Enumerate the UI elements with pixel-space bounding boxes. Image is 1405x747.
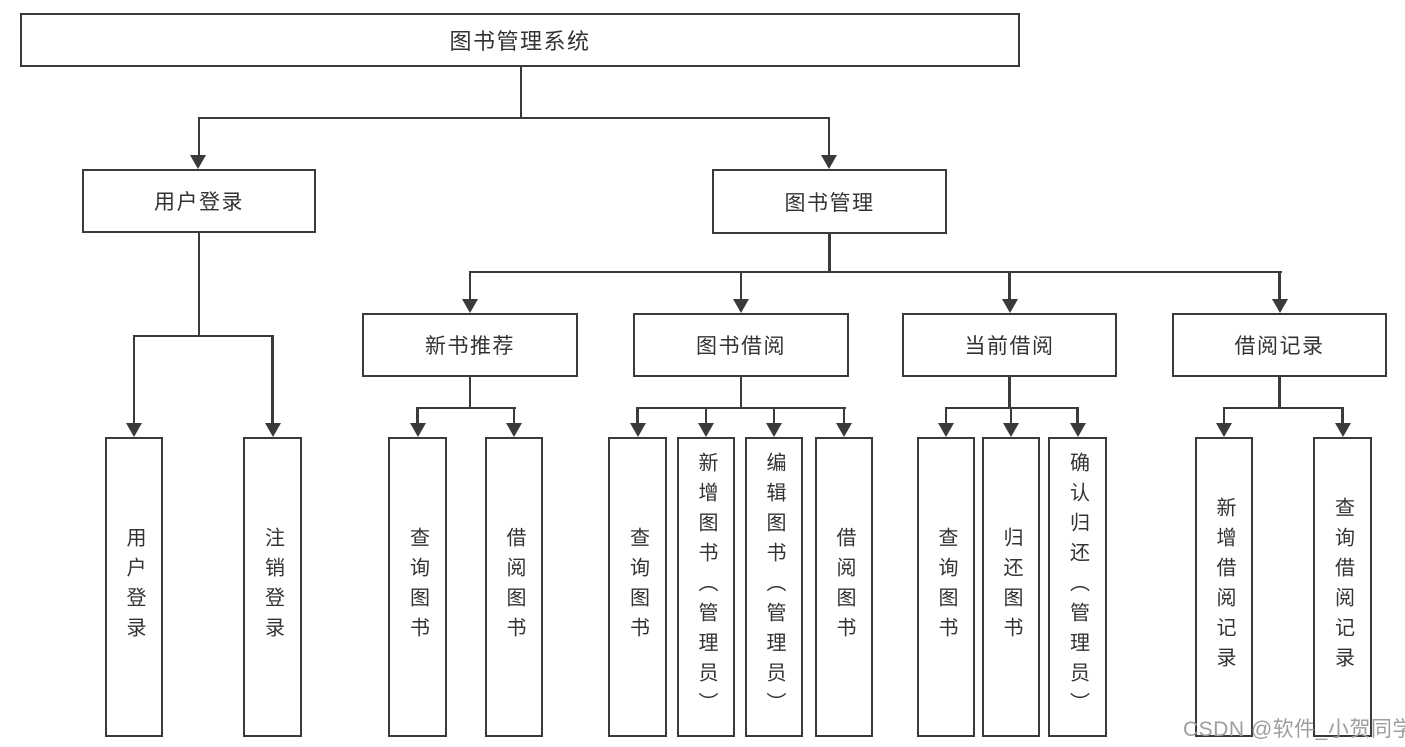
connector-line [944,406,1079,409]
leaf-logout: 注销登录 [243,437,302,737]
arrowhead-down-icon [1271,299,1288,313]
node-label: 借阅图书 [833,527,855,647]
connector-line [827,118,830,156]
connector-line [1076,408,1079,424]
arrowhead-down-icon [1216,423,1232,437]
connector-line [1008,377,1011,408]
connector-line [468,270,1282,273]
arrowhead-down-icon [766,423,782,437]
connector-line [704,408,707,424]
connector-line [1341,408,1344,424]
leaf-add-borrowing-record: 新增借阅记录 [1195,437,1253,737]
leaf-query-borrowing-record: 查询借阅记录 [1313,437,1372,737]
connector-line [1278,377,1281,408]
node-label: 借阅图书 [503,527,525,647]
arrowhead-down-icon [1001,299,1018,313]
connector-line [197,116,830,119]
node-label: 图书管理 [784,191,875,215]
connector-line [1008,272,1011,300]
node-label: 查询借阅记录 [1331,497,1354,677]
node-label: 查询图书 [935,527,957,647]
arrowhead-down-icon [821,155,837,169]
connector-line [132,336,135,424]
connector-line [519,67,522,119]
node-book-borrowing: 图书借阅 [633,313,849,377]
arrowhead-down-icon [462,299,478,313]
connector-line [416,406,516,409]
connector-line [468,272,471,300]
leaf-edit-books-admin: 编辑图书（管理员） [745,437,803,737]
node-label: 归还图书 [1000,527,1022,647]
leaf-confirm-return-admin: 确认归还（管理员） [1048,437,1107,737]
node-label: 新增借阅记录 [1213,497,1235,677]
arrowhead-down-icon [190,155,206,169]
arrowhead-down-icon [938,423,954,437]
arrowhead-down-icon [733,299,749,313]
leaf-borrow-books-borrowing: 借阅图书 [815,437,873,737]
arrowhead-down-icon [1069,423,1086,437]
connector-line [842,408,845,424]
arrowhead-down-icon [1003,423,1019,437]
arrowhead-down-icon [264,423,281,437]
connector-line [1222,408,1225,424]
connector-line [271,336,274,424]
node-label: 查询图书 [406,527,429,647]
arrowhead-down-icon [126,423,142,437]
node-label: 注销登录 [261,527,284,647]
node-book-management: 图书管理 [712,169,947,234]
connector-line [636,408,639,424]
leaf-return-books: 归还图书 [982,437,1040,737]
leaf-query-books-recommendation: 查询图书 [388,437,447,737]
node-current-borrowing: 当前借阅 [902,313,1117,377]
node-label: 确认归还（管理员） [1066,452,1089,722]
connector-line [944,408,947,424]
arrowhead-down-icon [506,423,522,437]
node-user-login: 用户登录 [82,169,316,233]
node-label: 编辑图书（管理员） [763,452,785,722]
node-label: 图书管理系统 [449,29,591,54]
connector-line [197,118,200,156]
connector-line [1009,408,1012,424]
arrowhead-down-icon [1334,423,1351,437]
connector-line [739,377,742,408]
node-borrowing-records: 借阅记录 [1172,313,1387,377]
arrowhead-down-icon [629,423,646,437]
connector-line [828,234,831,272]
connector-line [1222,406,1344,409]
node-label: 新增图书（管理员） [695,452,717,722]
leaf-borrow-books-recommendation: 借阅图书 [485,437,543,737]
connector-line [772,408,775,424]
node-label: 新书推荐 [425,335,515,358]
arrowhead-down-icon [836,423,852,437]
leaf-user-login: 用户登录 [105,437,163,737]
node-label: 当前借阅 [964,335,1055,358]
node-label: 用户登录 [123,527,145,647]
csdn-watermark: CSDN @软件_小贺同学 [1183,718,1405,741]
connector-line [512,408,515,424]
leaf-query-books-borrowing: 查询图书 [608,437,667,737]
arrowhead-down-icon [409,423,426,437]
leaf-query-books-current: 查询图书 [917,437,975,737]
node-library-management-system: 图书管理系统 [20,13,1020,67]
arrowhead-down-icon [698,423,714,437]
leaf-add-books-admin: 新增图书（管理员） [677,437,735,737]
connector-line [739,272,742,300]
connector-line [468,377,471,408]
node-label: 图书借阅 [696,335,786,358]
connector-line [132,334,274,337]
connector-line [636,406,846,409]
node-new-book-recommendation: 新书推荐 [362,313,578,377]
connector-line [197,233,200,336]
node-label: 借阅记录 [1234,335,1325,358]
connector-line [416,408,419,424]
node-label: 查询图书 [626,527,649,647]
node-label: 用户登录 [154,191,244,214]
connector-line [1278,272,1281,300]
